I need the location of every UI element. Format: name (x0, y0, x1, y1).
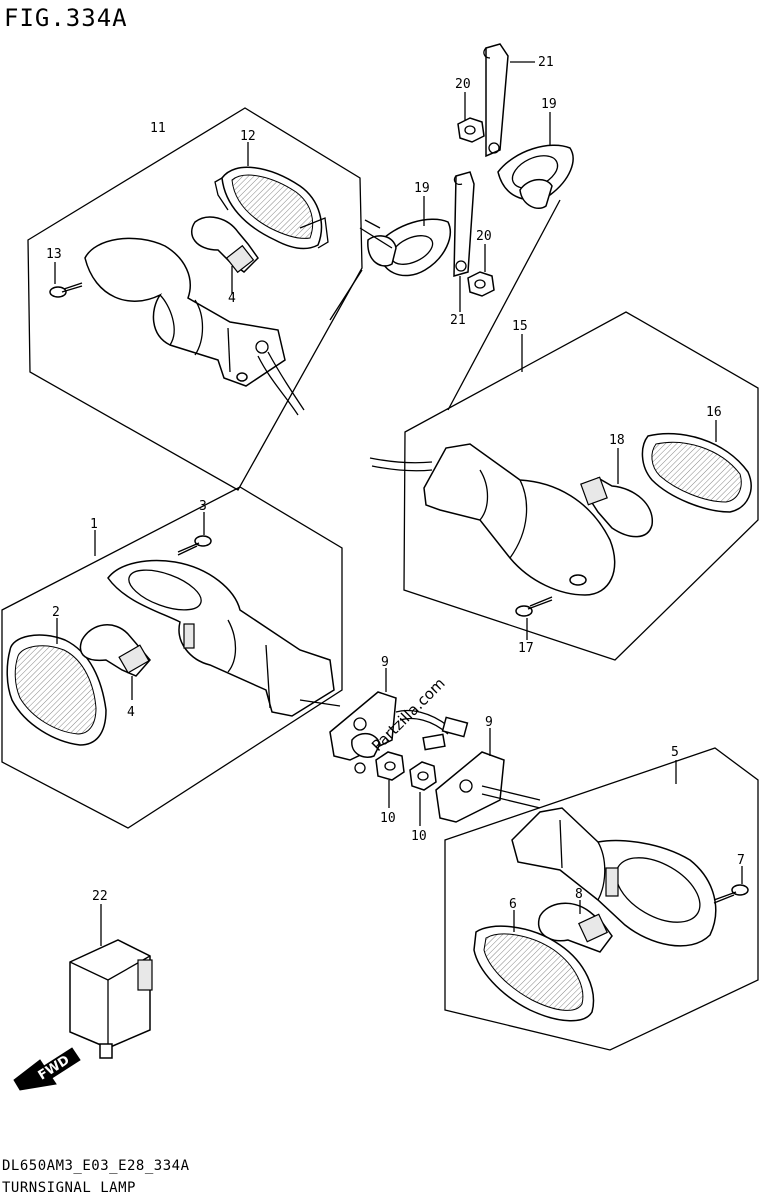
callout-18: 18 (609, 433, 625, 448)
callout-8: 8 (575, 887, 583, 902)
bracket-21-top (483, 43, 509, 158)
callout-2: 2 (52, 605, 60, 620)
bulb-4-left (79, 624, 151, 677)
grommet-9-left (329, 691, 397, 761)
callout-16: 16 (706, 405, 722, 420)
lamp-housing-1 (107, 559, 341, 717)
lens-16 (641, 432, 752, 513)
bulb-4-top (190, 216, 259, 274)
lamp-housing-15 (369, 443, 616, 596)
screw-13 (49, 282, 83, 298)
callout-6: 6 (509, 897, 517, 912)
callout-19-mid: 19 (414, 181, 430, 196)
callout-3: 3 (199, 499, 207, 514)
callout-7: 7 (737, 853, 745, 868)
callout-5: 5 (671, 745, 679, 760)
lens-6 (473, 925, 595, 1022)
callout-21-mid: 21 (450, 313, 466, 328)
nut-20-top (457, 117, 485, 143)
callout-10-right: 10 (411, 829, 427, 844)
assembly-box-11 (27, 107, 363, 491)
screw-17 (515, 596, 553, 617)
callout-13: 13 (46, 247, 62, 262)
diagram-name: TURNSIGNAL LAMP (2, 1180, 136, 1196)
diagram-code: DL650AM3_E03_E28_334A (2, 1158, 190, 1174)
grommet-19-mid (367, 218, 451, 277)
callout-9-right: 9 (485, 715, 493, 730)
bracket-21-mid (453, 171, 475, 278)
callout-4-left: 4 (127, 705, 135, 720)
bulb-8 (537, 902, 613, 953)
callout-9-left: 9 (381, 655, 389, 670)
grommet-9-right (435, 751, 541, 823)
relay-22 (69, 939, 153, 1059)
fwd-label: FWD (36, 1053, 73, 1084)
assembly-box-15 (403, 311, 759, 661)
callout-4-top: 4 (228, 291, 236, 306)
bulb-18 (580, 476, 653, 538)
screw-7 (713, 884, 749, 904)
callout-15: 15 (512, 319, 528, 334)
callout-17: 17 (518, 641, 534, 656)
fwd-arrow-icon: FWD (13, 1047, 81, 1091)
lamp-housing-11 (84, 237, 305, 416)
callout-20-top: 20 (455, 77, 471, 92)
callout-20-mid: 20 (476, 229, 492, 244)
leader-lines (54, 61, 743, 946)
screw-3 (177, 535, 212, 556)
lamp-housing-5 (511, 807, 717, 947)
callout-19-top: 19 (541, 97, 557, 112)
lens-2 (6, 634, 107, 746)
lens-12 (214, 166, 329, 250)
callout-11: 11 (150, 121, 166, 136)
callout-22: 22 (92, 889, 108, 904)
nut-20-mid (467, 271, 495, 297)
assembly-box-5 (444, 747, 759, 1051)
nut-10-left (354, 751, 405, 781)
nut-10-right (409, 761, 437, 791)
assembly-box-1 (1, 486, 343, 829)
grommet-19-top (497, 144, 574, 210)
callout-1: 1 (90, 517, 98, 532)
callout-10-left: 10 (380, 811, 396, 826)
wire-connectors (395, 709, 469, 751)
callout-12: 12 (240, 129, 256, 144)
figure-title: FIG.334A (4, 4, 128, 32)
callout-21-top: 21 (538, 55, 554, 70)
callout-labels: 1 2 3 4 4 5 6 7 8 9 9 10 10 11 12 13 15 … (46, 55, 745, 912)
